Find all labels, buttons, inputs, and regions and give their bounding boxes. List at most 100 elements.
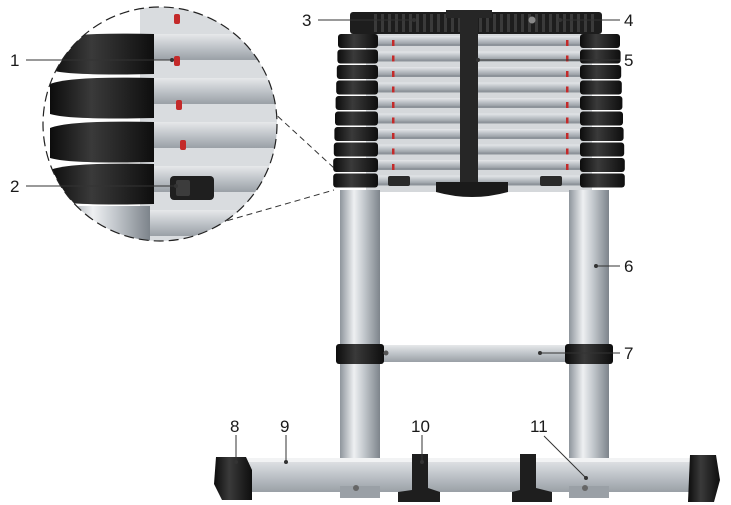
stile-cap-right bbox=[580, 158, 625, 172]
rung-shadow bbox=[372, 75, 586, 77]
callout-9: 9 bbox=[280, 417, 289, 436]
rung-shadow bbox=[372, 106, 586, 108]
zoom-rung bbox=[150, 210, 277, 236]
grip-rib bbox=[395, 14, 398, 32]
red-indicator-left bbox=[392, 55, 395, 62]
rung bbox=[372, 129, 586, 137]
grip-rib bbox=[458, 14, 461, 32]
grip-rib bbox=[584, 14, 587, 32]
carry-strap bbox=[436, 10, 508, 197]
rung bbox=[372, 98, 586, 106]
red-indicator-right bbox=[566, 148, 569, 155]
red-indicator-left bbox=[392, 117, 395, 124]
red-indicator-right bbox=[566, 164, 569, 170]
lock-button-right bbox=[540, 176, 562, 186]
ladder bbox=[214, 10, 720, 502]
stile-cap-left bbox=[335, 111, 378, 126]
red-indicator-left bbox=[392, 148, 395, 155]
grip-rib bbox=[409, 14, 412, 32]
zoom-rung bbox=[150, 166, 277, 192]
grip-rib bbox=[500, 14, 503, 32]
grip-rib bbox=[402, 14, 405, 32]
callout-11: 11 bbox=[530, 417, 548, 436]
extended-rung bbox=[336, 344, 613, 364]
stile-cap-right bbox=[580, 34, 620, 48]
callout-8: 8 bbox=[230, 417, 239, 436]
grip-rib bbox=[514, 14, 517, 32]
left-stile-tube bbox=[340, 190, 380, 490]
detail-magnifier-circle-icon bbox=[42, 6, 335, 242]
rung bbox=[372, 82, 586, 91]
callout-7: 7 bbox=[624, 344, 633, 363]
stile-cap-right bbox=[580, 80, 622, 95]
grip-rib bbox=[493, 14, 496, 32]
callout-6: 6 bbox=[624, 257, 633, 276]
stile-cap-right bbox=[580, 142, 625, 157]
grip-rib bbox=[444, 14, 447, 32]
rung-shadow bbox=[372, 168, 586, 170]
grip-rib bbox=[549, 14, 552, 32]
stile-cap-left bbox=[333, 173, 378, 188]
red-indicator-right bbox=[566, 55, 569, 62]
rung bbox=[372, 36, 586, 44]
stile-cap-right bbox=[580, 96, 623, 110]
red-indicator-left bbox=[392, 164, 395, 170]
rung-shadow bbox=[372, 44, 586, 46]
grip-rib bbox=[577, 14, 580, 32]
lock-button-left bbox=[388, 176, 410, 186]
red-indicator-right bbox=[566, 71, 569, 77]
rung-shadow bbox=[372, 121, 586, 124]
rung-shadow bbox=[372, 137, 586, 139]
stile-cap-left bbox=[335, 96, 378, 110]
red-indicator-left bbox=[392, 40, 395, 46]
grip-rib bbox=[437, 14, 440, 32]
grip-rib bbox=[535, 14, 538, 32]
grip-rib bbox=[479, 14, 482, 32]
grip-rib bbox=[374, 14, 377, 32]
rung bbox=[372, 160, 586, 168]
stile-cap-right bbox=[580, 49, 621, 64]
stile-cap-right bbox=[580, 127, 624, 141]
grip-rib bbox=[563, 14, 566, 32]
red-lock-indicators bbox=[392, 40, 569, 170]
rung bbox=[372, 113, 586, 122]
red-indicator-right bbox=[566, 133, 569, 139]
stile-cap-left bbox=[336, 80, 378, 95]
red-indicator-left bbox=[392, 102, 395, 108]
callout-2: 2 bbox=[10, 177, 19, 196]
collapsed-rung-stack bbox=[366, 22, 592, 192]
grip-rib bbox=[556, 14, 559, 32]
callout-10: 10 bbox=[411, 417, 430, 436]
red-indicator-left bbox=[392, 71, 395, 77]
callout-4: 4 bbox=[624, 11, 633, 30]
callout-3: 3 bbox=[302, 11, 311, 30]
stile-cap-left bbox=[333, 158, 378, 172]
grip-rib bbox=[381, 14, 384, 32]
stile-cap-right bbox=[580, 65, 622, 79]
rung-shadow bbox=[372, 152, 586, 155]
stile-cap-right bbox=[580, 173, 625, 188]
stile-cap-left bbox=[336, 65, 378, 79]
rung bbox=[372, 175, 586, 184]
red-indicator-right bbox=[566, 117, 569, 124]
grip-rib bbox=[388, 14, 391, 32]
stile-cap-left bbox=[333, 142, 378, 157]
grip-rib bbox=[451, 14, 454, 32]
callouts: 1 2 3 4 5 6 7 8 9 10 bbox=[10, 11, 633, 480]
zoom-rung bbox=[150, 78, 277, 104]
grip-rib bbox=[430, 14, 433, 32]
zoom-rung bbox=[150, 34, 277, 60]
grip-rib bbox=[528, 14, 531, 32]
grip-rib bbox=[521, 14, 524, 32]
rung bbox=[372, 144, 586, 153]
red-indicator-right bbox=[566, 102, 569, 108]
rung bbox=[372, 67, 586, 75]
grip-rib bbox=[416, 14, 419, 32]
stile-cap-left bbox=[337, 49, 378, 64]
grip-rib bbox=[591, 14, 594, 32]
grip-rib bbox=[507, 14, 510, 32]
red-indicator-right bbox=[566, 86, 569, 93]
zoom-rung bbox=[150, 122, 277, 148]
stile-cap-right bbox=[580, 111, 623, 126]
